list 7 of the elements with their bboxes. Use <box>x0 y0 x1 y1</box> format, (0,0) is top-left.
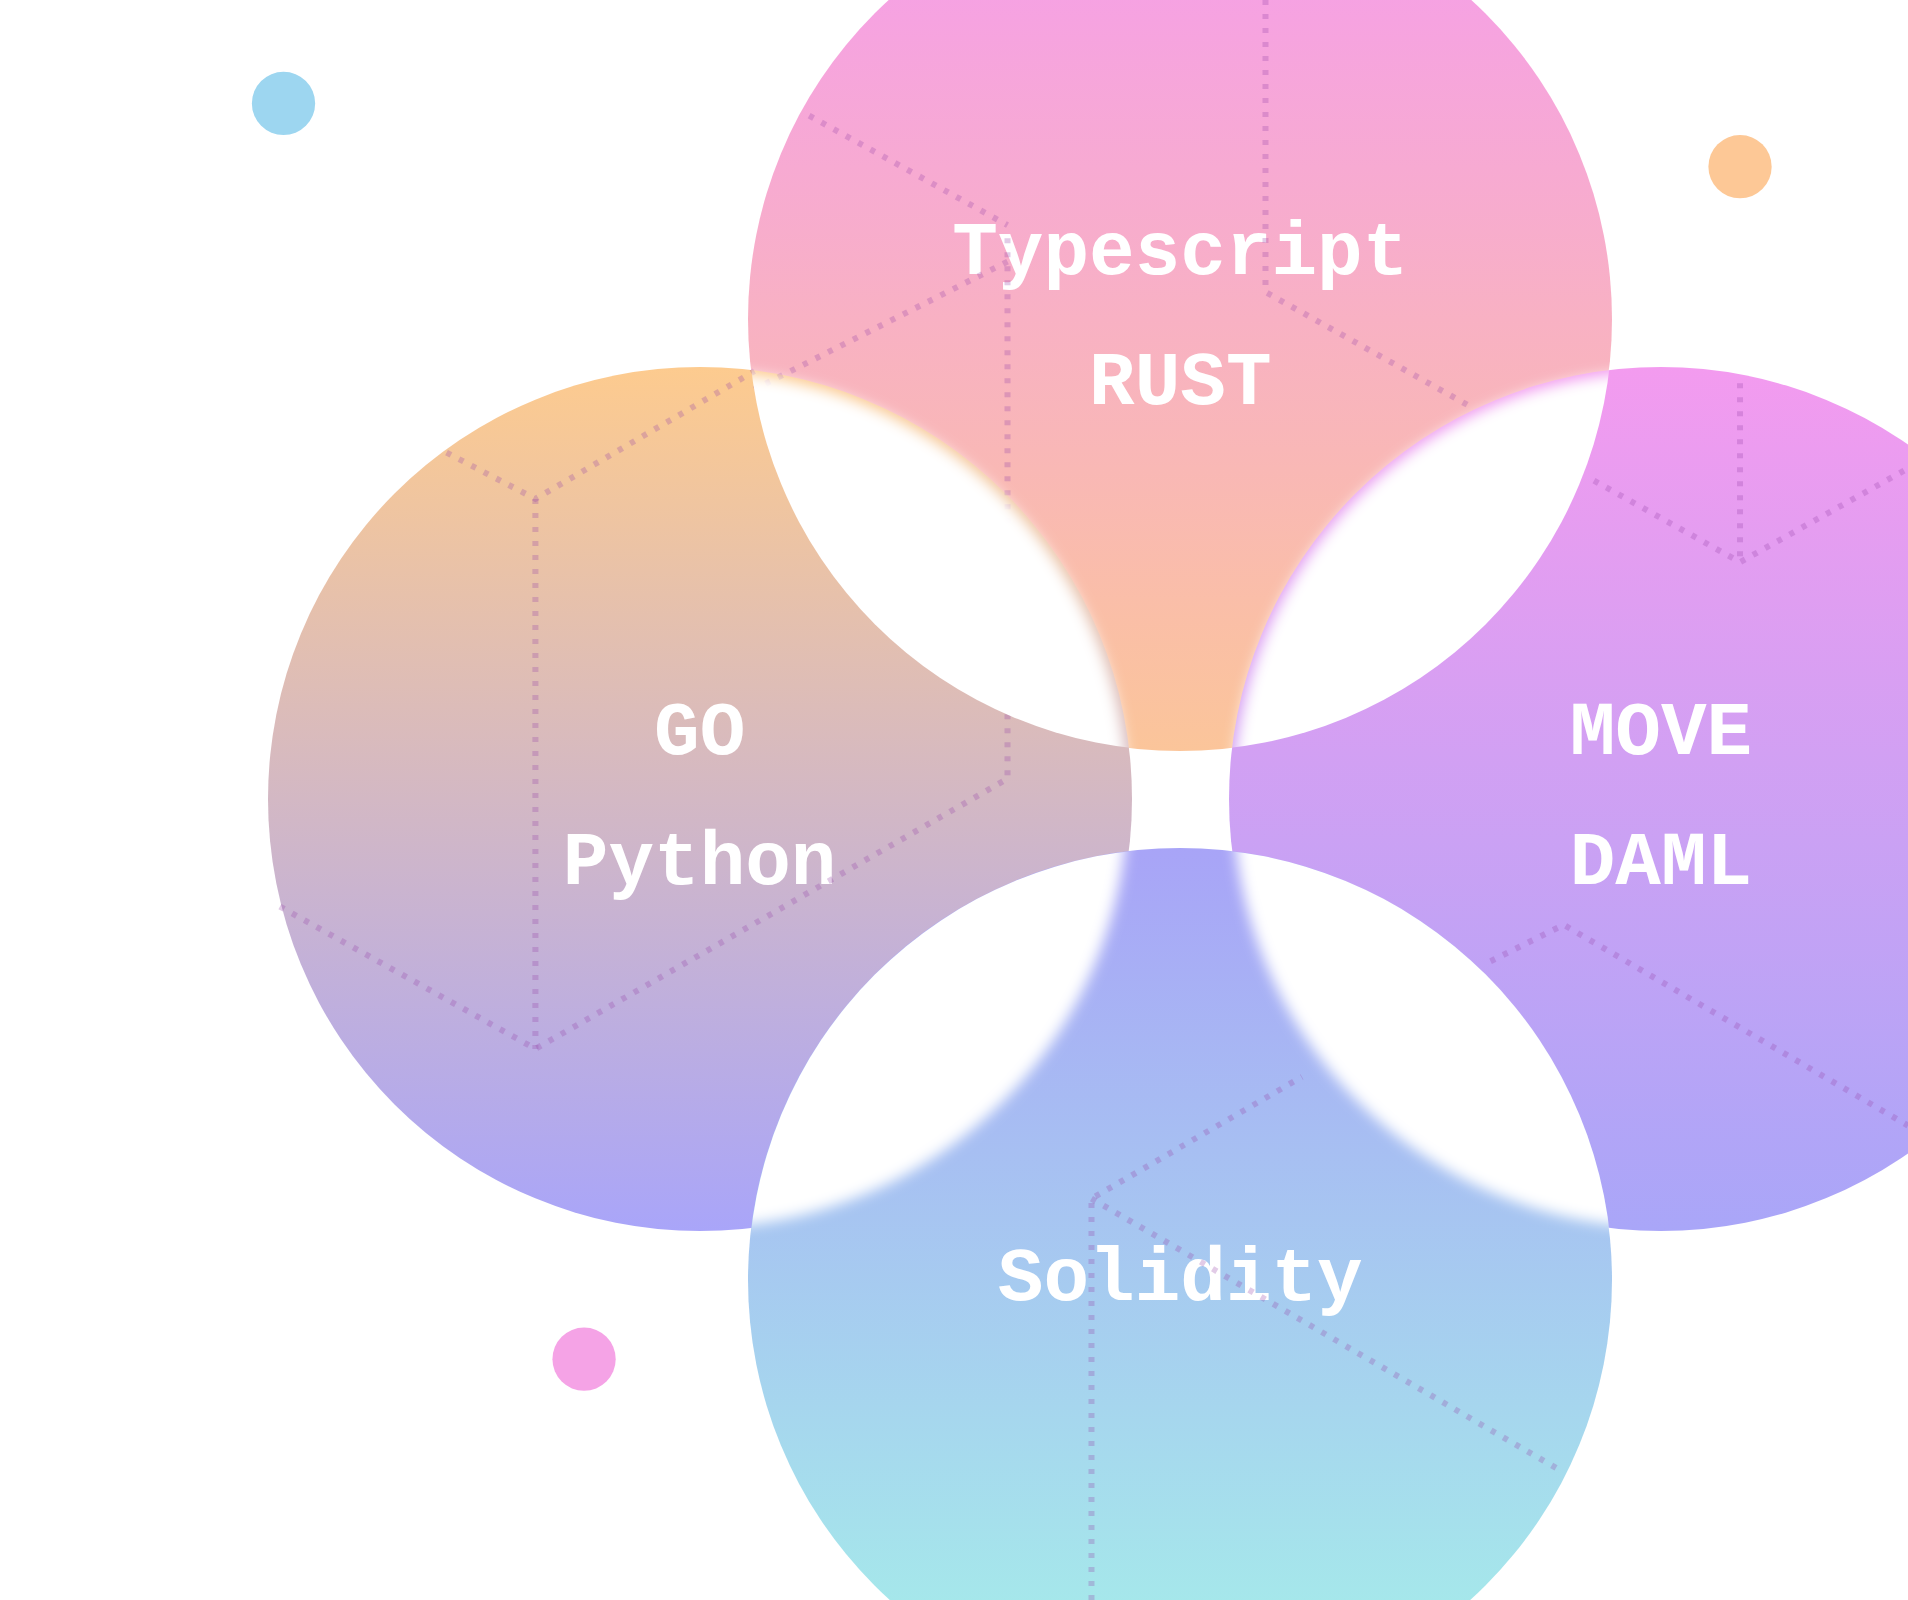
language-label: Typescript <box>952 213 1409 294</box>
language-label: MOVE <box>1569 694 1753 775</box>
language-label: RUST <box>1089 343 1272 424</box>
language-label: Python <box>562 824 837 905</box>
language-label: Solidity <box>997 1240 1363 1321</box>
language-label: GO <box>654 694 746 775</box>
language-label: DAML <box>1569 824 1753 905</box>
